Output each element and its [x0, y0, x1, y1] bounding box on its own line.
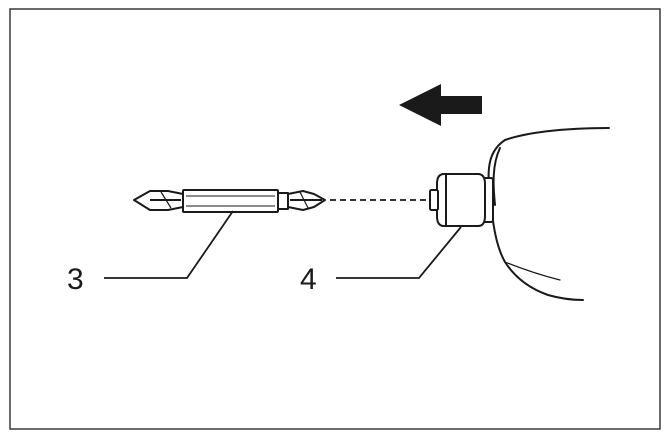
- callout-4-leader: [336, 226, 462, 279]
- callout-4-label: 4: [300, 263, 317, 296]
- bit-shank: [182, 189, 279, 213]
- diagram-frame: [9, 8, 661, 430]
- screwdriver-bit: [133, 189, 326, 213]
- drill-housing-outline: [487, 127, 610, 301]
- drill-housing-inner-line: [492, 147, 501, 206]
- callout-3-leader: [104, 210, 234, 279]
- drill-body: [429, 127, 610, 301]
- bit-left-tip-flute: [160, 191, 172, 209]
- drill-chuck: [436, 173, 486, 227]
- arrow-left-icon: [399, 84, 482, 126]
- callout-3-label: 3: [67, 263, 84, 296]
- bit-right-collar: [277, 192, 289, 210]
- bit-right-tip-flute: [299, 191, 309, 209]
- drill-chuck-nose: [429, 189, 439, 211]
- drill-housing-ridge: [504, 261, 561, 281]
